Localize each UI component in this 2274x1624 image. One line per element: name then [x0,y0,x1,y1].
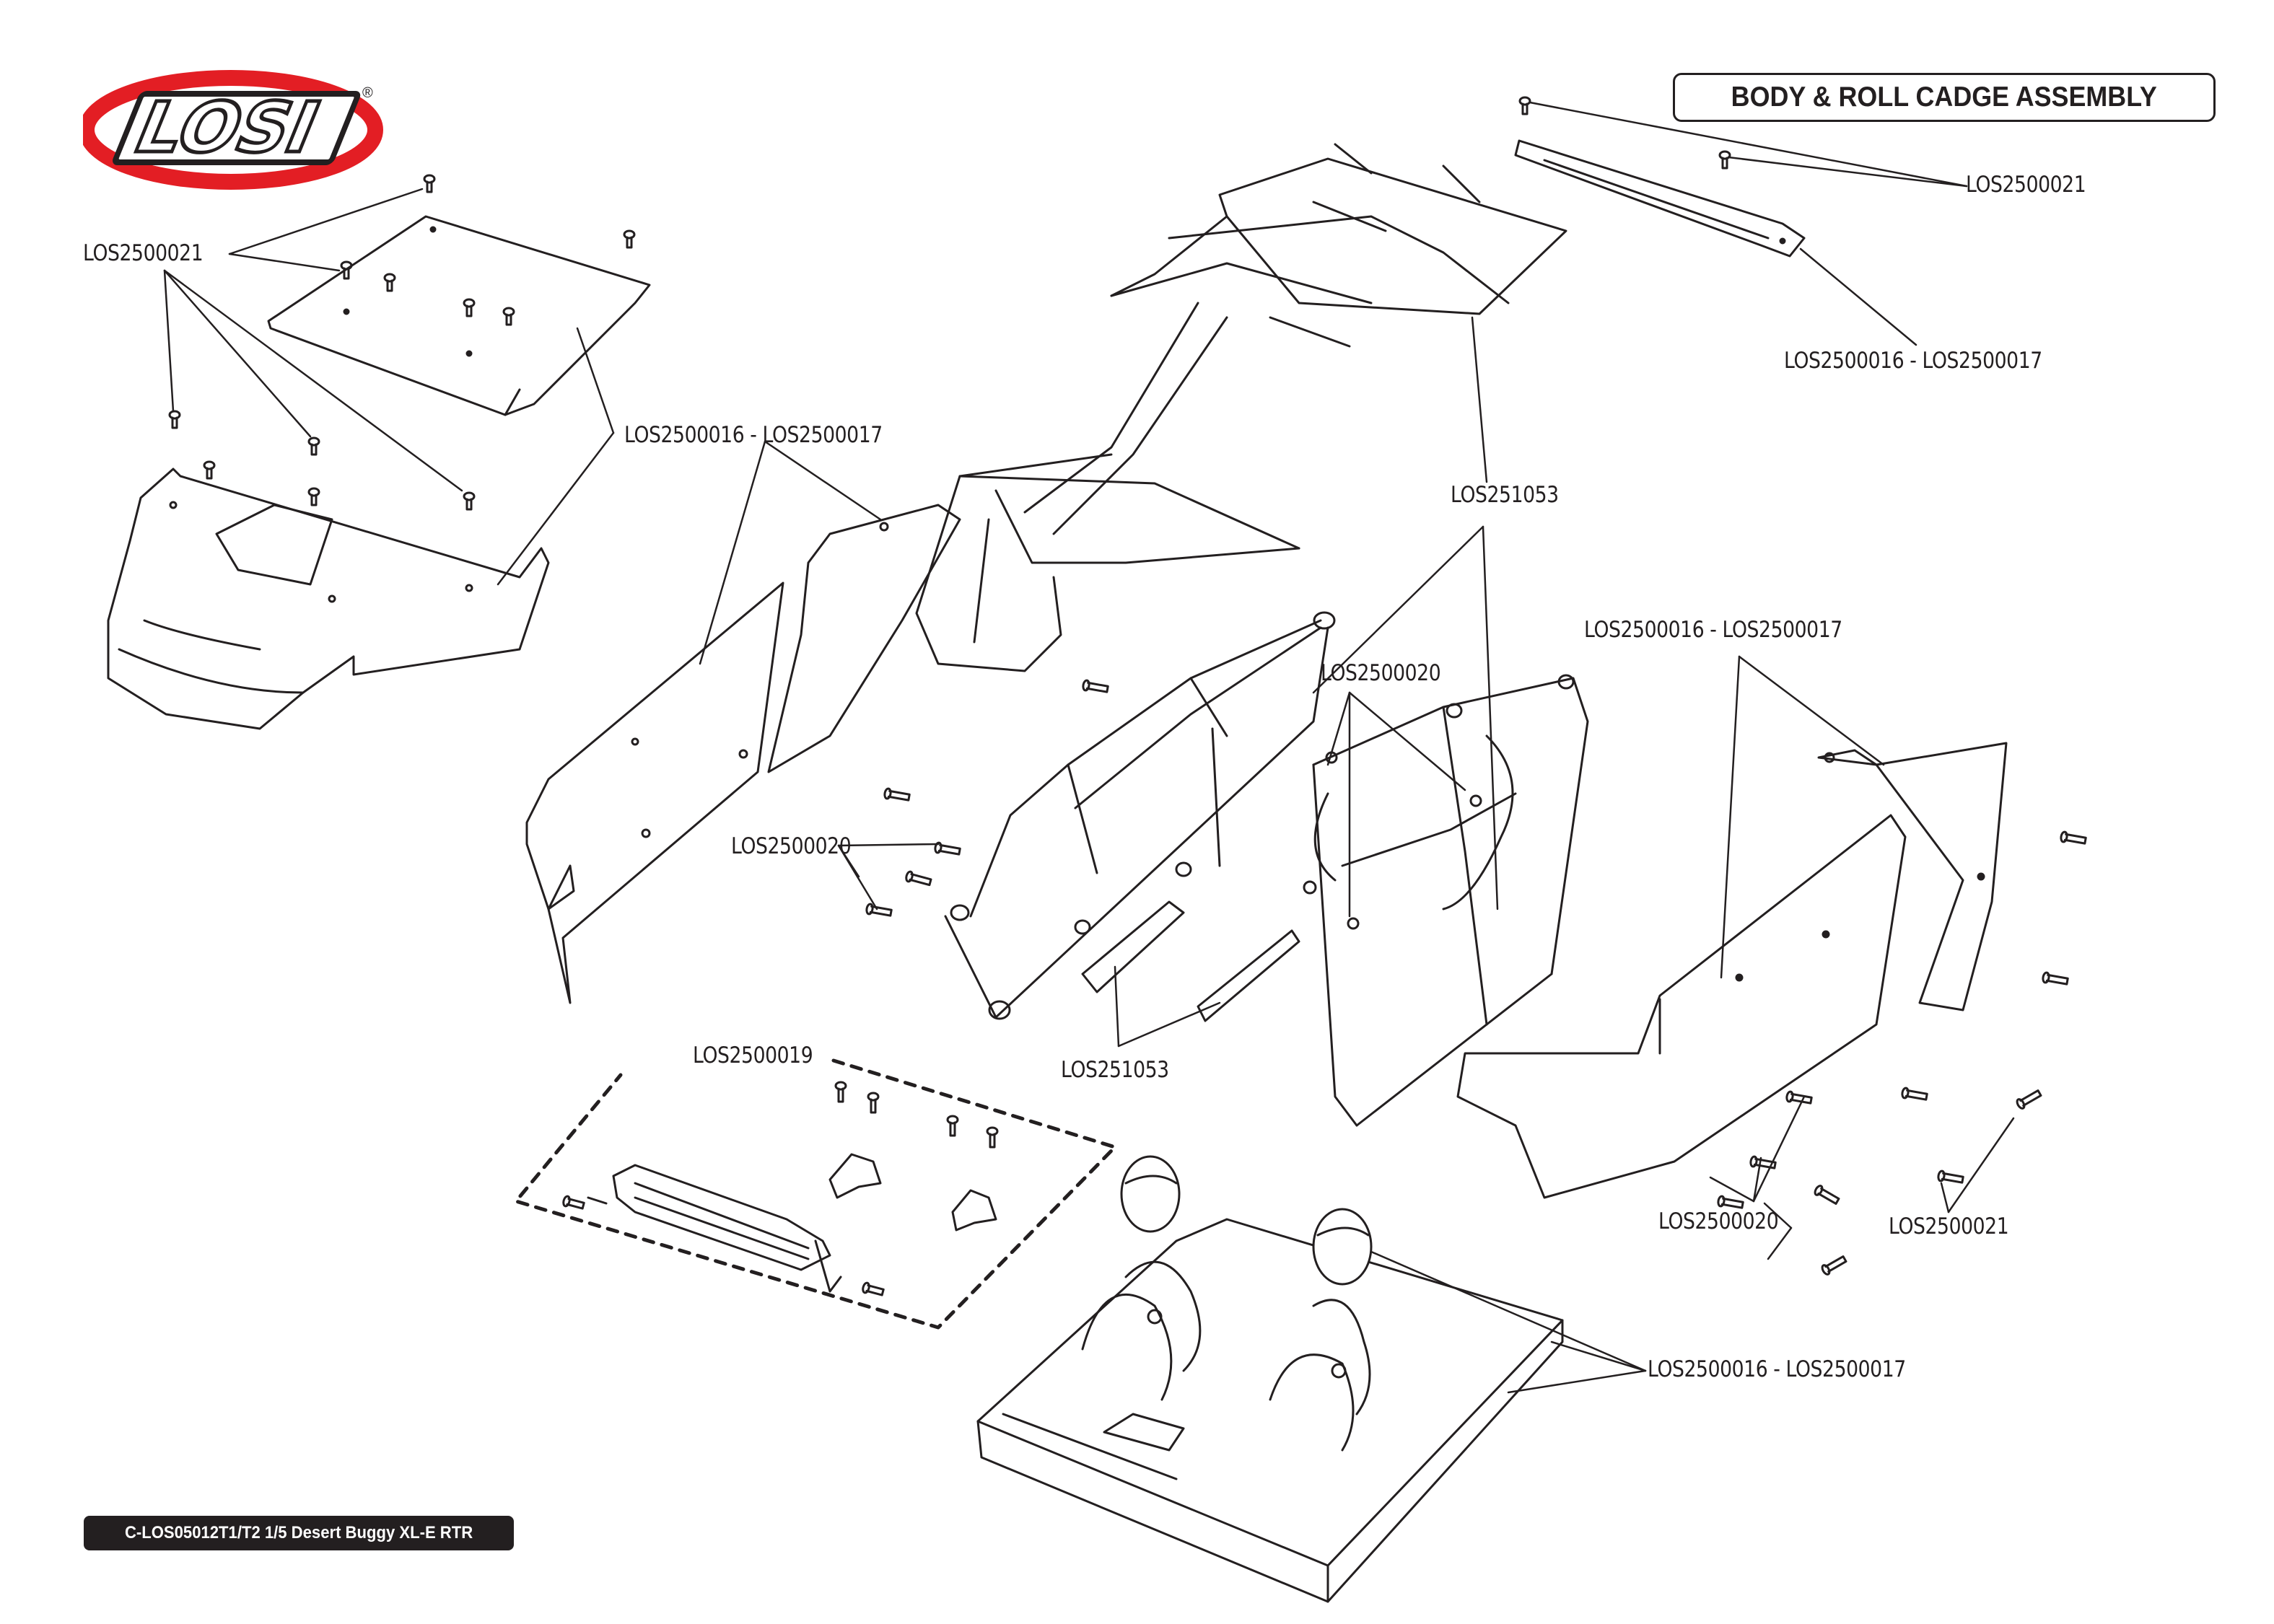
callout-right-screws: LOS2500021 [1889,1213,2009,1239]
leaders-right-pins [1709,1095,2015,1260]
roof-cage [915,143,1567,672]
leaders-left-pins [837,843,940,910]
left-cage-side [944,611,1336,1020]
callout-left-pins: LOS2500020 [731,833,852,859]
logo-red-swoosh [79,70,383,190]
callout-right-pins: LOS2500020 [1658,1208,1779,1234]
losi-logo: LOSI [79,61,393,198]
leaders-cage-main [1312,316,1499,918]
logo-letters: LOSI [113,85,361,170]
light-bar-kit-box [514,1058,1117,1330]
callout-interior: LOS2500016 - LOS2500017 [1648,1356,1906,1382]
callout-top-right-panel: LOS2500016 - LOS2500017 [1784,348,2042,374]
light-bar-mounts [828,1153,997,1232]
callout-right-panels: LOS2500016 - LOS2500017 [1584,617,1842,643]
screws-top-right [1518,96,1731,170]
leaders-cage-brackets [1114,965,1221,1048]
model-footer-box: C-LOS05012T1/T2 1/5 Desert Buggy XL-E RT… [84,1516,514,1550]
pins-left [865,679,1109,917]
screws-top-left [168,174,636,511]
callout-top-right-screws: LOS2500021 [1966,172,2086,198]
leaders-interior [1370,1250,1647,1394]
callout-cage-nuts: LOS2500020 [1321,660,1441,686]
light-bar-screws [834,1081,999,1149]
svg-text:LOSI: LOSI [123,87,332,168]
pins-right [1717,830,2087,1276]
leaders-top-right [1529,101,1968,346]
interior-tub [976,1218,1564,1603]
assembly-title-box: BODY & ROLL CADGE ASSEMBLY [1673,73,2216,122]
left-side-panel-outer [525,581,784,1004]
assembly-title: BODY & ROLL CADGE ASSEMBLY [1731,82,2158,113]
cage-brackets [1081,880,1317,1022]
callout-left-panels: LOS2500016 - LOS2500017 [624,422,883,448]
top-right-fascia [1514,139,1806,258]
front-nose-body [107,468,550,730]
registered-mark: ® [362,85,373,101]
helmets [1120,1155,1373,1286]
left-side-panel-inner [767,504,961,773]
callout-top-left-screws: LOS2500021 [83,240,204,266]
leaders-top-left [163,188,615,586]
right-side-panel-front [1456,814,1907,1199]
callout-cage-brackets: LOS251053 [1061,1057,1169,1083]
leaders-right-panels [1720,655,1885,979]
light-bar [562,1164,885,1296]
callout-cage-main: LOS251053 [1451,482,1559,508]
right-side-panel-rear [1817,742,2008,1011]
model-name: C-LOS05012T1/T2 1/5 Desert Buggy XL-E RT… [124,1523,473,1542]
leaders-left-panels [699,440,882,665]
rear-deck-panel [267,215,651,416]
callout-light-bar-kit: LOS2500019 [693,1043,813,1068]
